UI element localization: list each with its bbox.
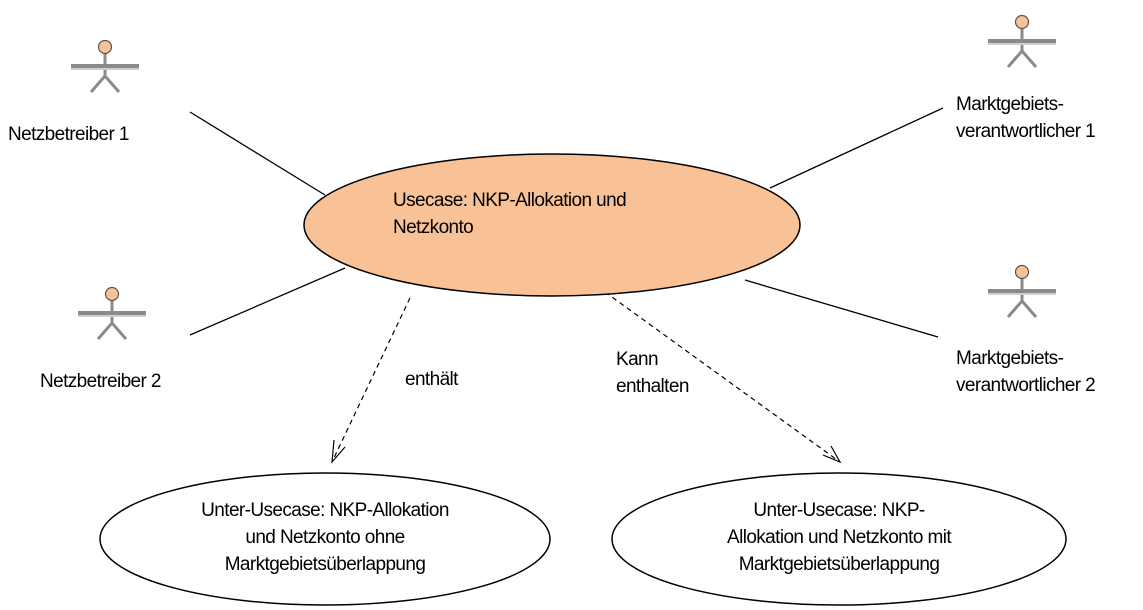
actor-mgv2-line2: verantwortlicher 2 [956,375,1096,396]
may-contain-arrow [604,291,841,463]
actor-mgv2-label: Marktgebiets- verantwortlicher 2 [956,345,1096,399]
actor-mgv1-label: Marktgebiets- verantwortlicher 1 [956,91,1096,145]
contains-relation-label: enthält [405,369,458,390]
may-contain-arrowhead [822,445,842,464]
contains-arrowhead [331,439,346,464]
sub-usecase-left-ellipse[interactable] [99,472,551,606]
actor-netzbetreiber1-label: Netzbetreiber 1 [8,124,130,145]
sub-usecase-right-line2: Allokation und Netzkonto mit [727,527,952,548]
association-line-netzbetreiber2 [189,267,346,336]
sub-usecase-right-line1: Unter-Usecase: NKP- [753,500,925,521]
actor-mgv1-icon [986,13,1058,69]
actor-mgv1-line1: Marktgebiets- [956,94,1064,115]
contains-arrow [331,297,411,463]
sub-usecase-left-line2: und Netzkonto ohne [245,527,405,548]
sub-usecase-left-line1: Unter-Usecase: NKP-Allokation [201,500,449,521]
may-contain-line1: Kann [616,349,659,370]
association-line-netzbetreiber1 [189,111,326,196]
actor-mgv2-icon [986,263,1058,319]
may-contain-line2: enthalten [616,376,689,397]
main-usecase-line1: Usecase: NKP-Allokation und [393,190,627,211]
main-usecase-line2: Netzkonto [393,217,474,238]
sub-usecase-right-label: Unter-Usecase: NKP- Allokation und Netzk… [624,497,1054,578]
sub-usecase-right-ellipse[interactable] [611,472,1067,606]
actor-netzbetreiber2-icon [76,285,148,341]
sub-usecase-right-line3: Marktgebietsüberlappung [738,554,940,575]
sub-usecase-left-line3: Marktgebietsüberlappung [224,554,426,575]
actor-mgv2-line1: Marktgebiets- [956,348,1064,369]
actor-netzbetreiber2-label: Netzbetreiber 2 [40,371,162,392]
may-contain-relation-label: Kann enthalten [616,346,689,400]
main-usecase-ellipse[interactable] [303,153,801,297]
association-line-mgv1 [769,107,944,189]
actor-netzbetreiber1-icon [69,38,141,94]
actor-mgv1-line2: verantwortlicher 1 [956,121,1096,142]
association-line-mgv2 [744,279,939,338]
main-usecase-label: Usecase: NKP-Allokation und Netzkonto [393,187,627,241]
sub-usecase-left-label: Unter-Usecase: NKP-Allokation und Netzko… [110,497,540,578]
